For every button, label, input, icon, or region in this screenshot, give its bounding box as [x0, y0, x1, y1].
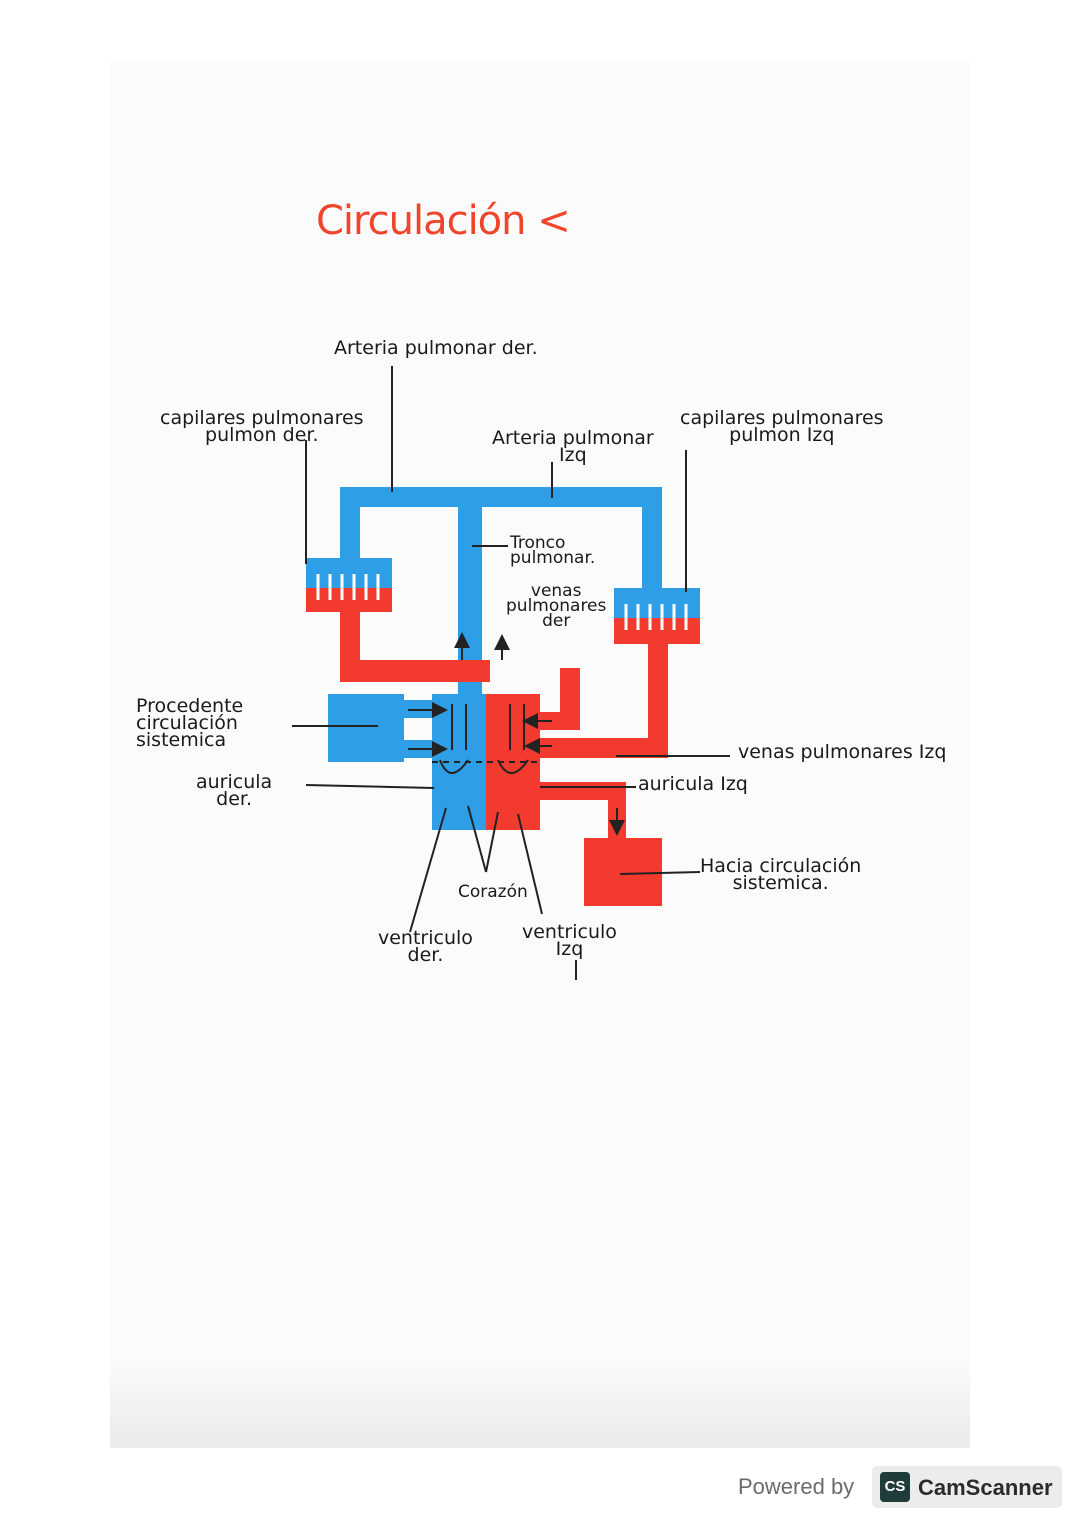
label-arteria-pulmonar-der: Arteria pulmonar der.	[334, 337, 538, 359]
label-leader-lines	[292, 366, 730, 980]
heart	[432, 694, 540, 830]
label-venas-pulmonares-der: venas pulmonares der	[506, 581, 607, 631]
label-auricula-der: auricula der.	[196, 771, 273, 810]
label-procedente-circulacion-sistemica: Procedente circulación sistemica	[136, 695, 244, 751]
systemic-source-block	[328, 694, 436, 762]
systemic-destination-block	[584, 838, 662, 906]
label-hacia-circulacion-sistemica: Hacia circulación sistemica.	[700, 855, 862, 894]
camscanner-brand: CamScanner	[918, 1475, 1053, 1500]
label-arteria-pulmonar-izq: Arteria pulmonar Izq	[492, 427, 654, 466]
flow-arrows	[408, 632, 625, 836]
label-capilares-pulmon-der: capilares pulmonares pulmon der.	[160, 407, 364, 446]
label-capilares-pulmon-izq: capilares pulmonares pulmon Izq	[680, 407, 884, 446]
page-title: Circulación <	[316, 198, 571, 244]
powered-by-text: Powered by	[738, 1474, 855, 1499]
label-ventriculo-izq: ventriculo Izq	[522, 921, 617, 960]
paper-shadow	[110, 1360, 970, 1448]
camscanner-badge: CS CamScanner	[872, 1466, 1062, 1508]
capillaries-left-lung	[614, 588, 700, 644]
label-ventriculo-der: ventriculo der.	[378, 927, 473, 966]
camscanner-logo-icon: CS	[880, 1472, 910, 1502]
label-auricula-izq: auricula Izq	[638, 773, 748, 795]
label-tronco-pulmonar: Tronco pulmonar.	[510, 533, 596, 568]
label-venas-pulmonares-izq: venas pulmonares Izq	[738, 741, 947, 763]
capillaries-right-lung	[306, 558, 392, 612]
label-corazon: Corazón	[458, 882, 528, 902]
